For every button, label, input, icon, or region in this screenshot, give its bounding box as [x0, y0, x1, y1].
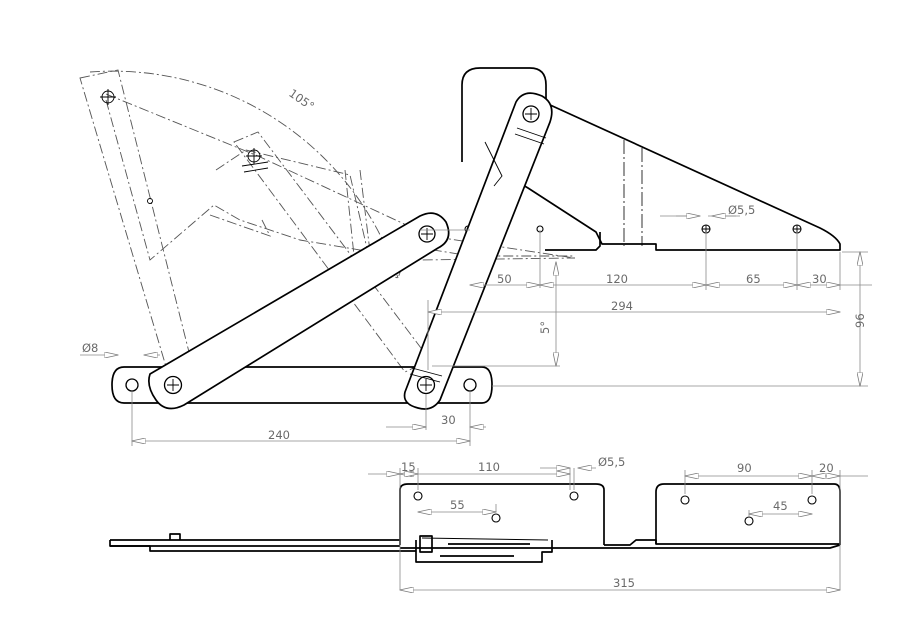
ghost-link-top: [105, 93, 575, 259]
bracket-main-plate: [493, 103, 841, 251]
plan-hole-1-icon: [413, 491, 423, 501]
dim-15: 15: [401, 460, 416, 474]
long-link-outline: [148, 212, 450, 410]
plan-left-plate: [399, 483, 605, 545]
angle-label: 105°: [286, 86, 317, 113]
base-bar: [111, 366, 493, 404]
plan-view: [109, 483, 841, 563]
dim-50: 50: [497, 272, 512, 286]
ghost-link-bottom: [105, 99, 576, 261]
top-mounting-bracket: [461, 67, 841, 251]
plan-hole-3-icon: [491, 513, 501, 523]
plan-view-dimensions: 15 110 Ø5,5 55 90 20 45 315: [368, 455, 868, 590]
dim-65: 65: [746, 272, 761, 286]
plan-hole-6-icon: [744, 516, 754, 526]
dim-90: 90: [737, 461, 752, 475]
plan-hole-2-icon: [569, 491, 579, 501]
dim-110: 110: [478, 460, 500, 474]
bracket-rounded-lug: [461, 67, 547, 162]
base-hole-right-icon: [463, 378, 477, 392]
dim-hole-dia-plan: Ø5,5: [598, 455, 625, 469]
dim-45: 45: [773, 499, 788, 513]
plan-hole-5-icon: [807, 495, 817, 505]
dim-20: 20: [819, 461, 834, 475]
dim-30-bottom: 30: [441, 413, 456, 427]
plan-tab-left: [169, 533, 181, 540]
steep-link-outline: [403, 92, 553, 410]
base-bar-outline: [111, 366, 493, 404]
open-arc-path: [89, 70, 399, 279]
base-hole-left-icon: [125, 378, 139, 392]
dim-hole-dia-side: Ø5,5: [728, 203, 755, 217]
steep-link: [403, 92, 553, 410]
dim-55: 55: [450, 498, 465, 512]
dim-96: 96: [853, 313, 867, 328]
plan-mechanism-block: [415, 540, 553, 563]
dim-angle-5: 5°: [538, 321, 552, 334]
plan-hole-4-icon: [680, 495, 690, 505]
bracket-lower-lip: [545, 232, 601, 251]
ghost-arm-upper: [79, 69, 195, 381]
dim-315: 315: [613, 576, 635, 590]
ghost-bracket-inner: [344, 169, 373, 269]
plan-mechanism-inner: [419, 535, 530, 557]
long-diagonal-link: [148, 212, 450, 410]
dim-294: 294: [611, 299, 633, 313]
dim-120: 120: [606, 272, 628, 286]
dim-240: 240: [268, 428, 290, 442]
ghost-bracket-slant: [209, 214, 271, 237]
dim-30-right: 30: [812, 272, 827, 286]
pivot-pins: [163, 141, 503, 395]
dim-hole-dia-pivot: Ø8: [82, 341, 98, 355]
